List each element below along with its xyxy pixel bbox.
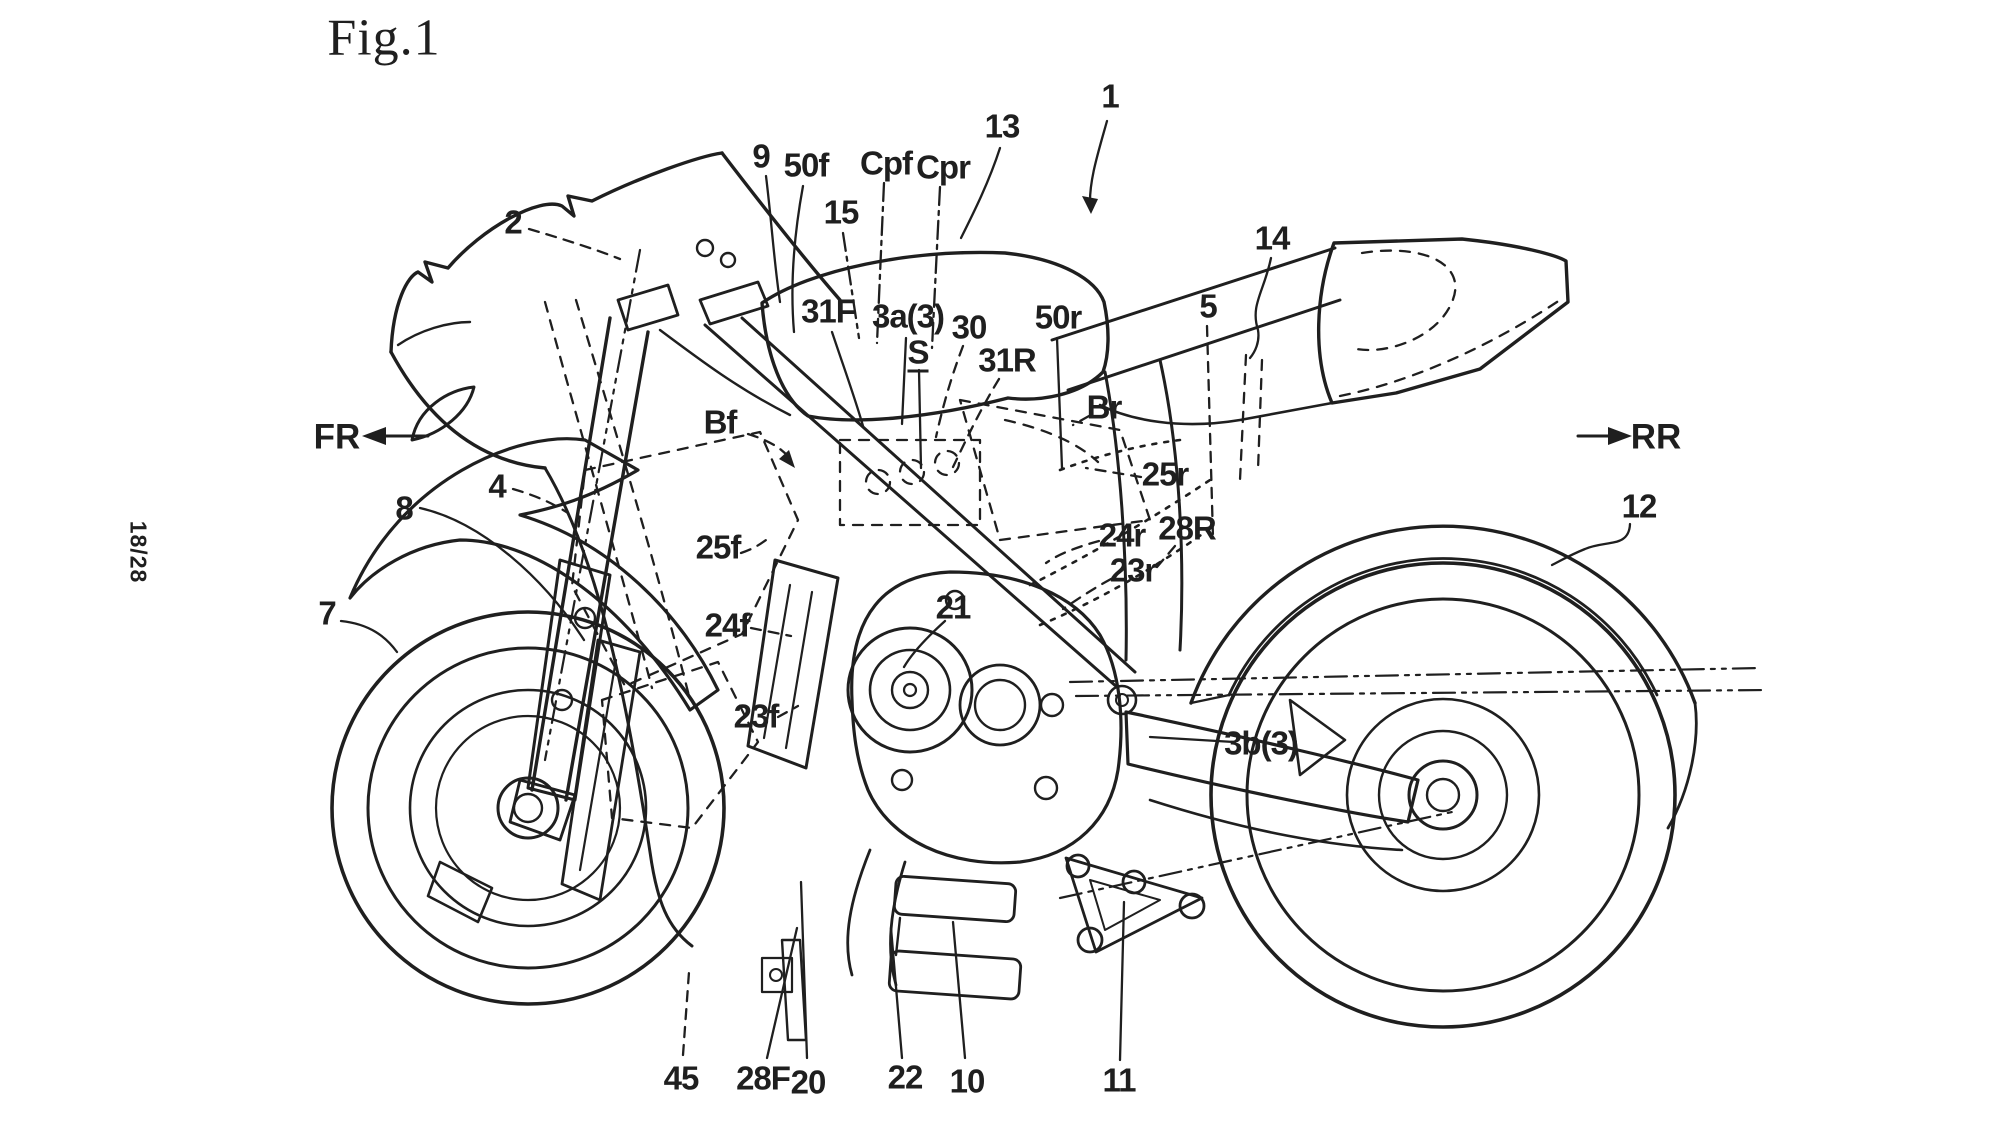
fairing-drawing (389, 151, 842, 948)
ref-label-28F: 28F (736, 1059, 791, 1097)
ref-label-25r: 25r (1141, 455, 1190, 493)
direction-label-RR: RR (1630, 417, 1682, 457)
ref-label-8: 8 (395, 489, 413, 527)
front-fender-drawing (348, 437, 720, 712)
label-bf-arrowhead (779, 450, 795, 468)
ref-label-23r: 23r (1109, 551, 1158, 589)
ref-label-28R: 28R (1158, 509, 1217, 547)
ref-label-Cpr: Cpr (916, 148, 971, 186)
ref-label-50f: 50f (783, 146, 830, 184)
sheet-page-indicator: 18/28 (125, 520, 152, 584)
subframe-drawing (658, 246, 1342, 690)
figure-title: Fig.1 (327, 9, 441, 67)
ref-label-9: 9 (752, 137, 770, 175)
ref-label-22: 22 (887, 1058, 924, 1096)
ref-label-Cpf: Cpf (860, 144, 913, 182)
rear-wheel-drawing (1209, 561, 1677, 1029)
engine-drawing (746, 558, 1123, 865)
leader-lines-dashed (511, 227, 1215, 1057)
ref-label-24r: 24r (1098, 516, 1147, 554)
ref-label-15: 15 (823, 193, 860, 231)
fuel-tank-drawing (760, 250, 1110, 422)
ref-label-1: 1 (1101, 77, 1119, 115)
ref-label-3b3: 3b(3) (1224, 724, 1299, 762)
label-1-arrowhead (1082, 196, 1098, 214)
fr-arrowhead (362, 427, 386, 445)
rr-arrowhead (1608, 427, 1632, 445)
ref-label-10: 10 (949, 1062, 986, 1100)
arrowheads (362, 196, 1632, 468)
ref-label-24f: 24f (704, 606, 751, 644)
front-wheel-drawing (330, 610, 726, 1006)
ref-label-Bf: Bf (703, 403, 738, 441)
ref-label-21: 21 (935, 588, 972, 626)
ref-label-14: 14 (1254, 219, 1291, 257)
ref-label-7: 7 (318, 594, 336, 632)
ref-label-5: 5 (1199, 287, 1217, 325)
ref-label-20: 20 (790, 1063, 827, 1101)
ref-label-12: 12 (1621, 487, 1658, 525)
footpeg-bracket-drawing (1064, 853, 1206, 954)
hidden-lines (543, 249, 1562, 830)
ref-label-3a3: 3a(3) (871, 297, 945, 335)
ref-label-2: 2 (504, 203, 522, 241)
tail-cowl-drawing (1098, 237, 1570, 777)
ref-label-45: 45 (663, 1059, 700, 1097)
ref-label-4: 4 (488, 467, 506, 505)
front-fork-drawing (508, 238, 770, 842)
leader-lines-solid (339, 119, 1632, 1062)
ref-label-30: 30 (951, 308, 988, 346)
ref-label-50r: 50r (1034, 298, 1083, 336)
ref-label-11: 11 (1102, 1061, 1137, 1099)
ref-label-13: 13 (984, 107, 1021, 145)
ref-label-S: S (907, 333, 929, 371)
rear-fender-drawing (1189, 524, 1698, 830)
center-lines (543, 248, 1768, 900)
ref-label-31F: 31F (801, 292, 856, 330)
ref-label-31R: 31R (978, 341, 1037, 379)
leader-lines-dashdot (841, 181, 942, 350)
swingarm-drawing (1106, 684, 1420, 852)
dotted-lines (1028, 438, 1217, 627)
ref-label-25f: 25f (695, 528, 742, 566)
ref-label-23f: 23f (733, 697, 780, 735)
ref-label-Br: Br (1086, 388, 1123, 426)
direction-label-FR: FR (313, 417, 361, 457)
